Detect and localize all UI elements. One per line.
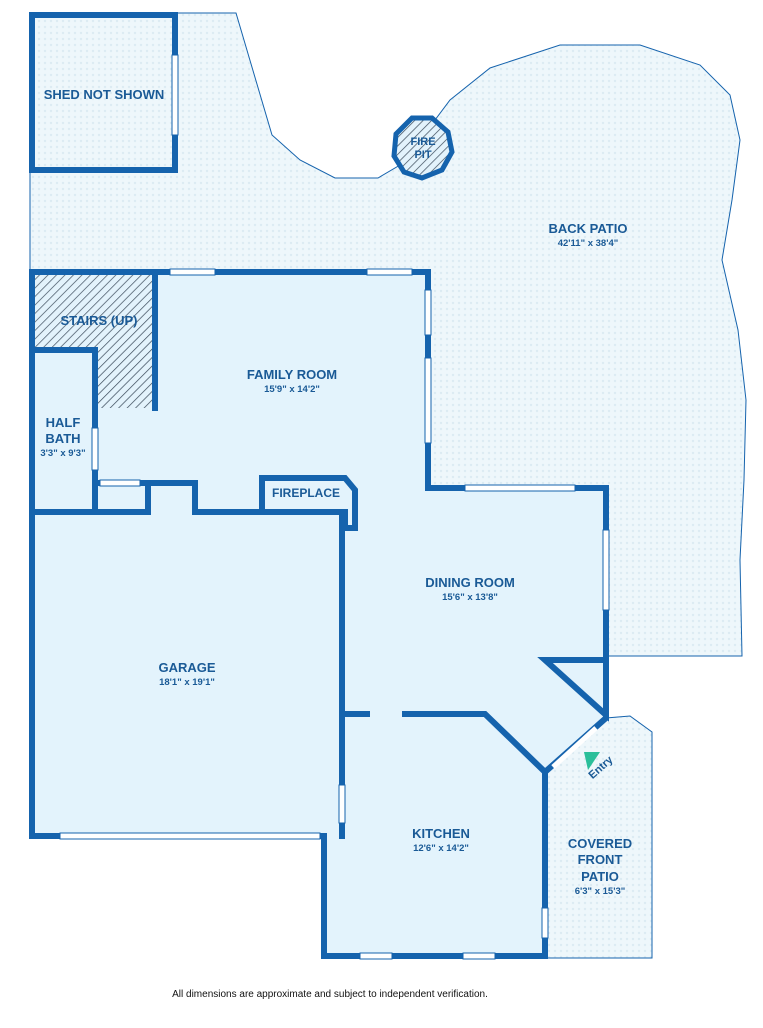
stairs-label: STAIRS (UP): [60, 313, 137, 328]
garage-dims: 18'1" x 19'1": [159, 677, 215, 688]
fire-pit: [391, 115, 455, 181]
kitchen-dims: 12'6" x 14'2": [413, 843, 469, 854]
shed-window: [171, 54, 179, 136]
family-room-dims: 15'9" x 14'2": [264, 384, 320, 395]
half-bath-dims: 3'3" x 9'3": [40, 448, 85, 459]
entry-arrow-icon: [584, 752, 600, 770]
fireplace-label: FIREPLACE: [272, 486, 340, 500]
windows: [59, 268, 610, 960]
back-patio-label: BACK PATIO: [549, 221, 628, 236]
shed-label: SHED NOT SHOWN: [44, 87, 165, 102]
half-bath-label-1: HALF: [46, 415, 81, 430]
fire-pit-label-1: FIRE: [410, 136, 435, 148]
disclaimer: All dimensions are approximate and subje…: [172, 989, 488, 1000]
garage-label: GARAGE: [158, 660, 215, 675]
covered-front-patio-label-2: FRONT: [578, 852, 623, 867]
half-bath-label-2: BATH: [45, 431, 80, 446]
family-room-label: FAMILY ROOM: [247, 367, 337, 382]
dining-room-dims: 15'6" x 13'8": [442, 592, 498, 603]
covered-front-patio-label-1: COVERED: [568, 836, 632, 851]
fire-pit-label-2: PIT: [414, 149, 431, 161]
covered-front-patio-dims: 6'3" x 15'3": [575, 886, 626, 897]
stairs-area: [35, 275, 155, 408]
covered-front-patio-label-3: PATIO: [581, 869, 619, 884]
dining-room-label: DINING ROOM: [425, 575, 515, 590]
back-patio-dims: 42'11" x 38'4": [558, 238, 619, 249]
house-floor: [32, 272, 606, 956]
fireplace-area: [259, 475, 358, 531]
kitchen-label: KITCHEN: [412, 826, 470, 841]
